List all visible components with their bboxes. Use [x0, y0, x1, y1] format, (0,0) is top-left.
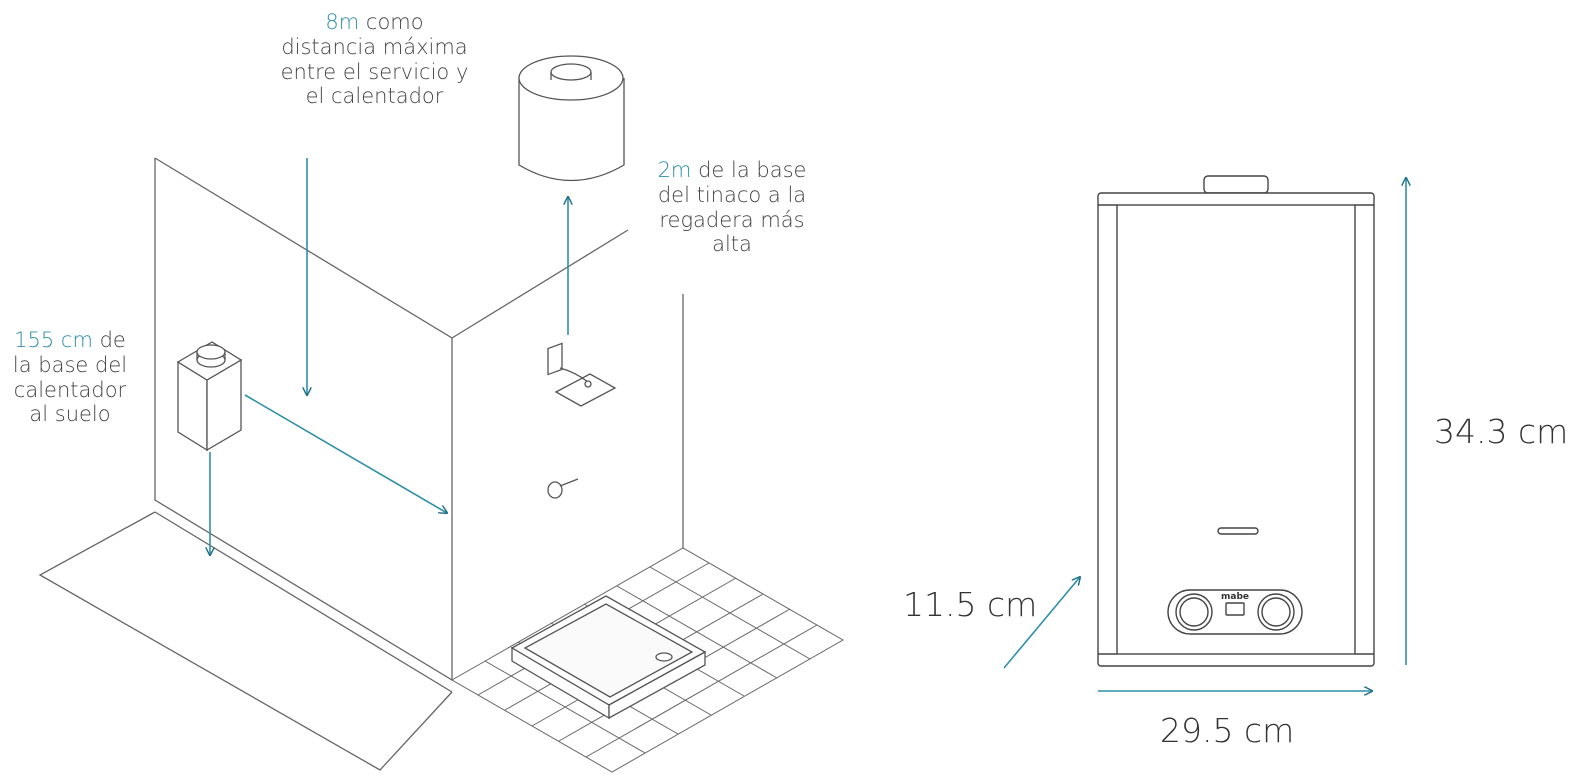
- heater-in-room-icon: [176, 341, 243, 452]
- depth-arrow: [1003, 577, 1080, 669]
- display-icon: [1225, 602, 1245, 616]
- heater-front-view: [1097, 175, 1375, 667]
- left-wall-baseboard: [154, 511, 453, 693]
- max-distance-text: como: [359, 10, 424, 34]
- max-distance-value: 8m: [325, 10, 360, 34]
- tank-height-text: de la base: [691, 158, 807, 182]
- shower-valve-icon: [547, 478, 579, 499]
- width-dimension-label: 29.5 cm: [1160, 711, 1295, 750]
- water-tank-icon: [518, 55, 625, 182]
- heater-height-text: de: [92, 328, 126, 352]
- max-distance-line2: distancia máxima: [281, 34, 468, 59]
- heater-top-vent: [1203, 175, 1269, 194]
- distance-to-wall-arrow: [244, 394, 447, 513]
- tank-height-value: 2m: [657, 158, 692, 182]
- max-distance-line3: entre el servicio y: [280, 59, 469, 84]
- heater-height-line3: calentador: [13, 377, 127, 402]
- heater-window: [1217, 527, 1259, 535]
- brand-logo: mabe: [1221, 592, 1249, 602]
- heater-height-line4: al suelo: [29, 402, 111, 427]
- max-distance-line4: el calentador: [305, 84, 444, 109]
- dimension-arrows: [1003, 178, 1406, 691]
- height-dimension-label: 34.3 cm: [1434, 412, 1569, 451]
- left-floor-outline: [38, 511, 453, 771]
- heater-height-note: 155 cm de la base del calentador al suel…: [0, 328, 140, 427]
- tank-height-note: 2m de la base del tinaco a la regadera m…: [632, 158, 832, 257]
- heater-height-line2: la base del: [12, 352, 128, 377]
- tank-height-line3: regadera más: [659, 207, 805, 232]
- room-arrows: [210, 158, 568, 555]
- shower-head-icon: [547, 342, 617, 407]
- depth-dimension-label: 11.5 cm: [903, 585, 1038, 624]
- tank-height-line2: del tinaco a la: [657, 182, 807, 207]
- heater-height-value: 155 cm: [14, 328, 93, 352]
- drain-icon: [655, 652, 673, 662]
- max-distance-note: 8m como distancia máxima entre el servic…: [262, 10, 487, 109]
- right-wall-outline: [451, 229, 629, 339]
- shower-tray: [510, 595, 707, 720]
- tank-height-line4: alta: [712, 232, 752, 257]
